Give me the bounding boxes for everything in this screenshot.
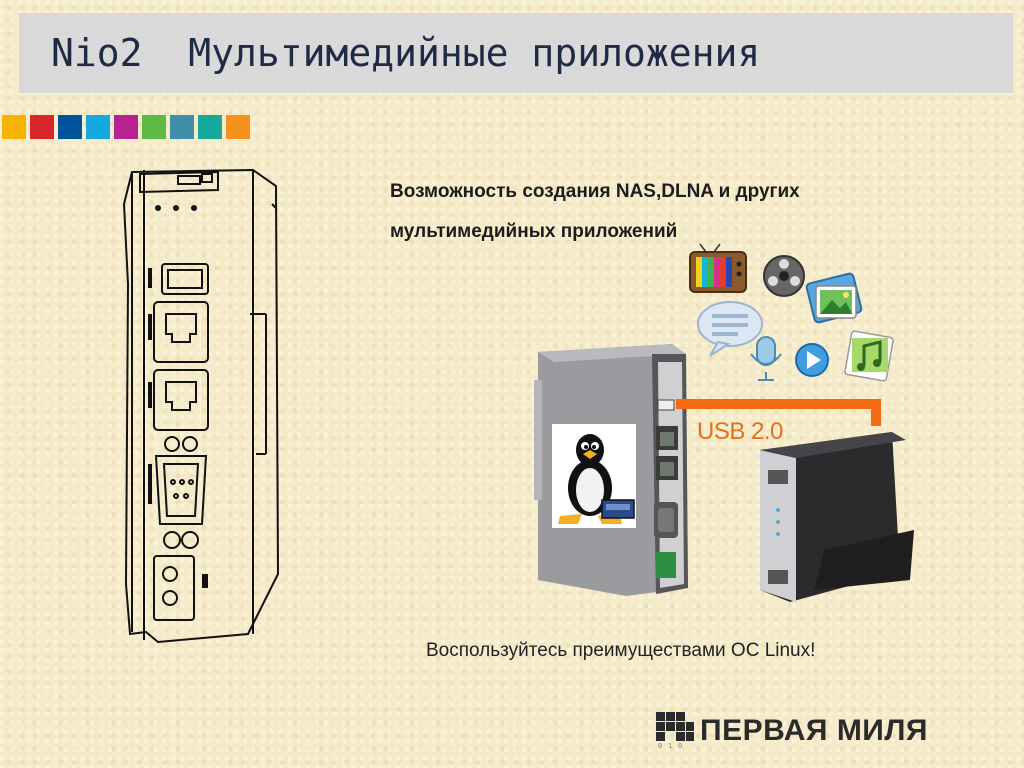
music-icon [844,330,894,382]
photos-icon [805,272,863,324]
color-swatch [198,115,222,139]
tux-penguin-icon [552,424,636,528]
film-reel-icon [763,255,805,297]
usb-label: USB 2.0 [697,418,783,445]
play-icon [795,343,829,377]
heading-line-1: Возможность создания NAS,DLNA и других [390,181,800,202]
multimedia-icons [689,243,894,382]
heading-line-2: мультимедийных приложений [390,221,678,242]
color-swatch [142,115,166,139]
color-swatch [30,115,54,139]
svg-text:0: 0 [678,742,682,750]
device-outline-drawing [122,168,280,644]
svg-text:1: 1 [668,742,672,750]
color-swatch [58,115,82,139]
slide-title: Nio2 Мультимедийные приложения [51,31,761,75]
color-swatch [114,115,138,139]
title-bar: Nio2 Мультимедийные приложения [19,13,1013,93]
chat-icon [697,301,763,357]
heading: Возможность создания NAS,DLNA и других м… [390,172,950,252]
color-swatch [86,115,110,139]
color-swatch [170,115,194,139]
tv-icon [689,243,747,293]
color-swatch [2,115,26,139]
microphone-icon [750,336,782,381]
nas-drive-icon [760,432,914,602]
logo-text: ПЕРВАЯ МИЛЯ [700,714,928,747]
color-swatch [226,115,250,139]
color-swatch-strip [2,115,250,139]
svg-text:0: 0 [658,742,662,750]
footer-text: Воспользуйтесь преимуществами ОС Linux! [426,640,816,661]
